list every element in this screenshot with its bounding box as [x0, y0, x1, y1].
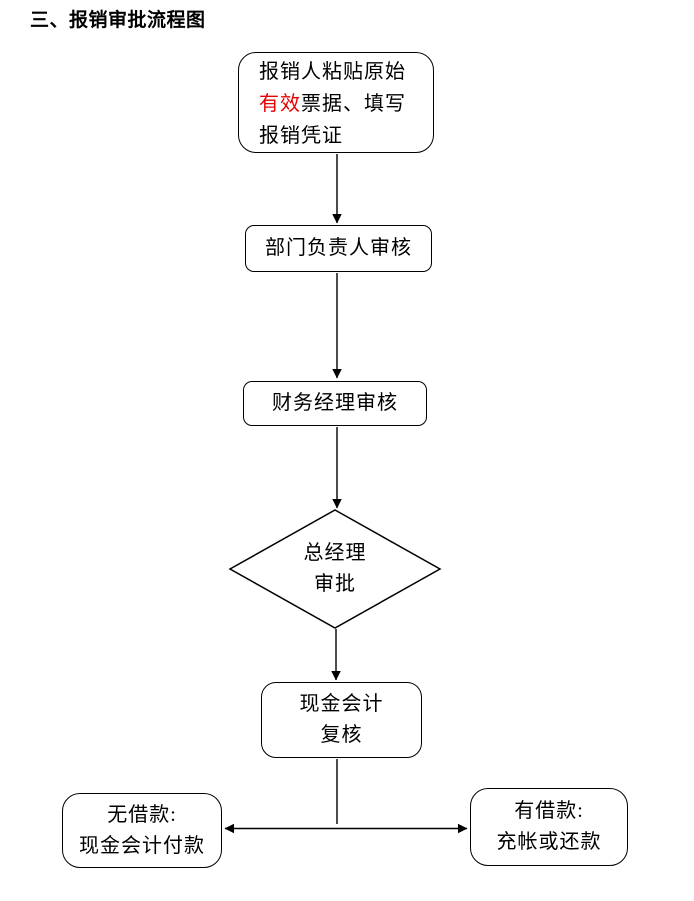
gm-approval-diamond [228, 509, 442, 629]
start-node-line2-rest: 票据、填写 [301, 93, 406, 115]
cashier-recheck-line2: 复核 [320, 724, 363, 746]
no-loan-line2: 现金会计付款 [79, 834, 205, 857]
start-node-highlight: 有效 [259, 93, 301, 115]
finance-review-label: 财务经理审核 [272, 392, 398, 414]
start-node-line1: 报销人粘贴原始 [259, 61, 406, 83]
gm-approval-line1: 总经理 [303, 542, 367, 564]
has-loan-node: 有借款: 充帐或还款 [470, 788, 628, 866]
no-loan-node: 无借款: 现金会计付款 [62, 793, 222, 868]
cashier-recheck-node: 现金会计 复核 [261, 682, 422, 758]
start-node: 报销人粘贴原始 有效票据、填写 报销凭证 [238, 52, 434, 153]
has-loan-line1: 有借款: [514, 800, 584, 822]
finance-review-node: 财务经理审核 [243, 381, 427, 426]
gm-approval-line2: 审批 [314, 573, 356, 595]
gm-approval-node: 总经理 审批 [230, 510, 440, 628]
dept-review-label: 部门负责人审核 [265, 237, 412, 259]
has-loan-line2: 充帐或还款 [496, 831, 602, 853]
cashier-recheck-line1: 现金会计 [299, 693, 384, 715]
dept-review-node: 部门负责人审核 [245, 225, 432, 272]
start-node-line2: 有效票据、填写 [259, 88, 425, 120]
start-node-line3: 报销凭证 [259, 125, 343, 147]
page-title: 三、报销审批流程图 [30, 10, 206, 31]
no-loan-line1: 无借款: [107, 803, 177, 826]
